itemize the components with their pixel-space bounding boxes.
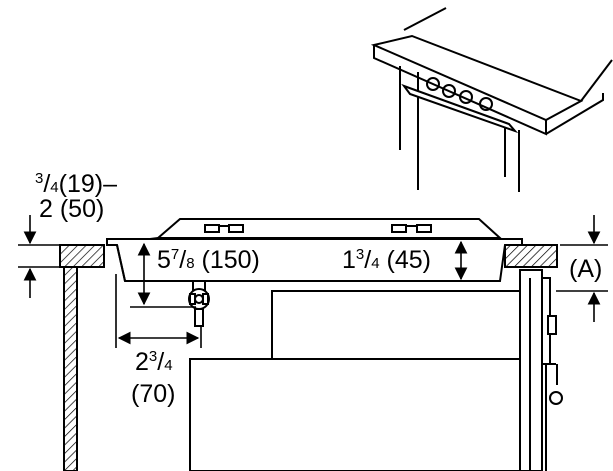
svg-text:57/8 (150): 57/8 (150) — [157, 246, 260, 274]
knob-row — [426, 77, 493, 111]
label-cooktop-height: 13/4 (45) — [342, 246, 431, 274]
label-cutout-depth: 57/8 (150) — [157, 246, 260, 274]
gas-connection — [188, 280, 210, 327]
burner-right — [391, 224, 432, 233]
svg-text:13/4 (45): 13/4 (45) — [342, 246, 431, 274]
oven-and-cabinet — [189, 269, 563, 471]
svg-text:23/4: 23/4 — [135, 348, 173, 376]
cabinet-wall-left — [63, 266, 78, 471]
svg-text:2 (50): 2 (50) — [39, 195, 104, 223]
svg-text:(A): (A) — [569, 255, 602, 283]
burner-left — [204, 224, 244, 233]
cooktop — [106, 218, 523, 282]
label-dimension-a: (A) — [569, 255, 602, 283]
svg-text:3/4(19)–: 3/4(19)– — [35, 170, 117, 198]
countertop-right — [504, 244, 558, 268]
label-countertop-thickness: 3/4(19)– 2 (50) — [35, 170, 117, 223]
countertop-left — [59, 244, 105, 268]
inset-perspective-sketch — [370, 7, 613, 192]
label-gas-offset: 23/4 (70) — [131, 348, 175, 408]
dimension-lines — [18, 215, 608, 348]
svg-text:(70): (70) — [131, 380, 175, 408]
